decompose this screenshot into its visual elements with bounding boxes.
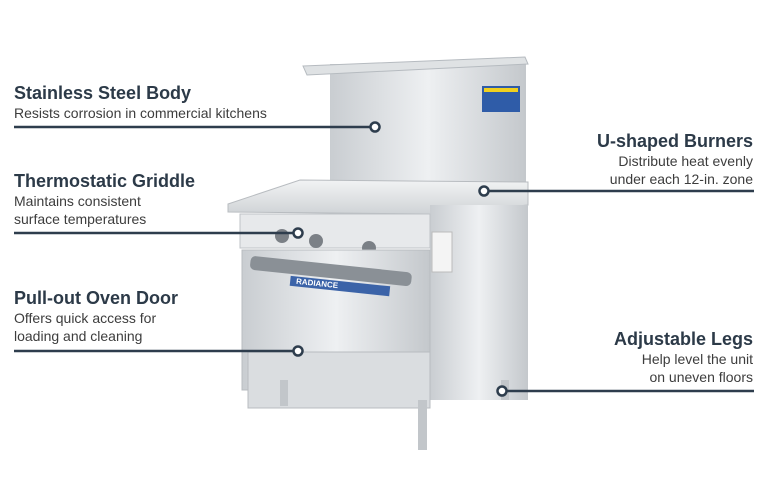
leg bbox=[280, 380, 288, 406]
feature-desc: Help level the unit bbox=[641, 351, 753, 367]
feature-pull-out-oven-door: Pull-out Oven Door Offers quick access f… bbox=[14, 287, 178, 345]
control-panel bbox=[239, 213, 431, 249]
feature-desc: Distribute heat evenly bbox=[618, 153, 753, 169]
callout-marker-icon bbox=[292, 227, 304, 239]
feature-desc: loading and cleaning bbox=[14, 328, 143, 344]
feature-title: Adjustable Legs bbox=[613, 329, 753, 349]
leg bbox=[418, 400, 427, 450]
feature-u-shaped-burners: U-shaped Burners Distribute heat evenly … bbox=[597, 130, 753, 188]
brand-strip bbox=[289, 275, 391, 297]
upper-shelf bbox=[302, 56, 529, 76]
feature-desc: on uneven floors bbox=[649, 369, 753, 385]
knob bbox=[309, 234, 323, 248]
feature-desc: under each 12-in. zone bbox=[609, 171, 753, 187]
feature-adjustable-legs: Adjustable Legs Help level the unit on u… bbox=[614, 328, 753, 386]
feature-title: U-shaped Burners bbox=[596, 131, 753, 151]
feature-desc: surface temperatures bbox=[14, 211, 147, 227]
feature-title: Stainless Steel Body bbox=[14, 83, 192, 103]
callout-marker-icon bbox=[496, 385, 508, 397]
callout-lines bbox=[14, 121, 754, 397]
callout-marker-icon bbox=[478, 185, 490, 197]
callout-marker-icon bbox=[369, 121, 381, 133]
range-oven-image bbox=[227, 56, 529, 450]
door-handle bbox=[250, 256, 412, 287]
kick-panel bbox=[247, 351, 431, 409]
callout-marker-icon bbox=[292, 345, 304, 357]
feature-thermostatic-griddle: Thermostatic Griddle Maintains consisten… bbox=[14, 170, 195, 228]
feature-desc: Maintains consistent bbox=[14, 193, 141, 209]
warning-label-stripe bbox=[484, 88, 518, 92]
spec-plate bbox=[431, 231, 453, 273]
feature-title: Pull-out Oven Door bbox=[14, 288, 178, 308]
feature-stainless-steel-body: Stainless Steel Body Resists corrosion i… bbox=[14, 82, 267, 122]
feature-desc: Resists corrosion in commercial kitchens bbox=[14, 105, 267, 121]
knob bbox=[275, 229, 289, 243]
feature-desc: Offers quick access for bbox=[14, 310, 157, 326]
feature-title: Thermostatic Griddle bbox=[14, 171, 196, 191]
